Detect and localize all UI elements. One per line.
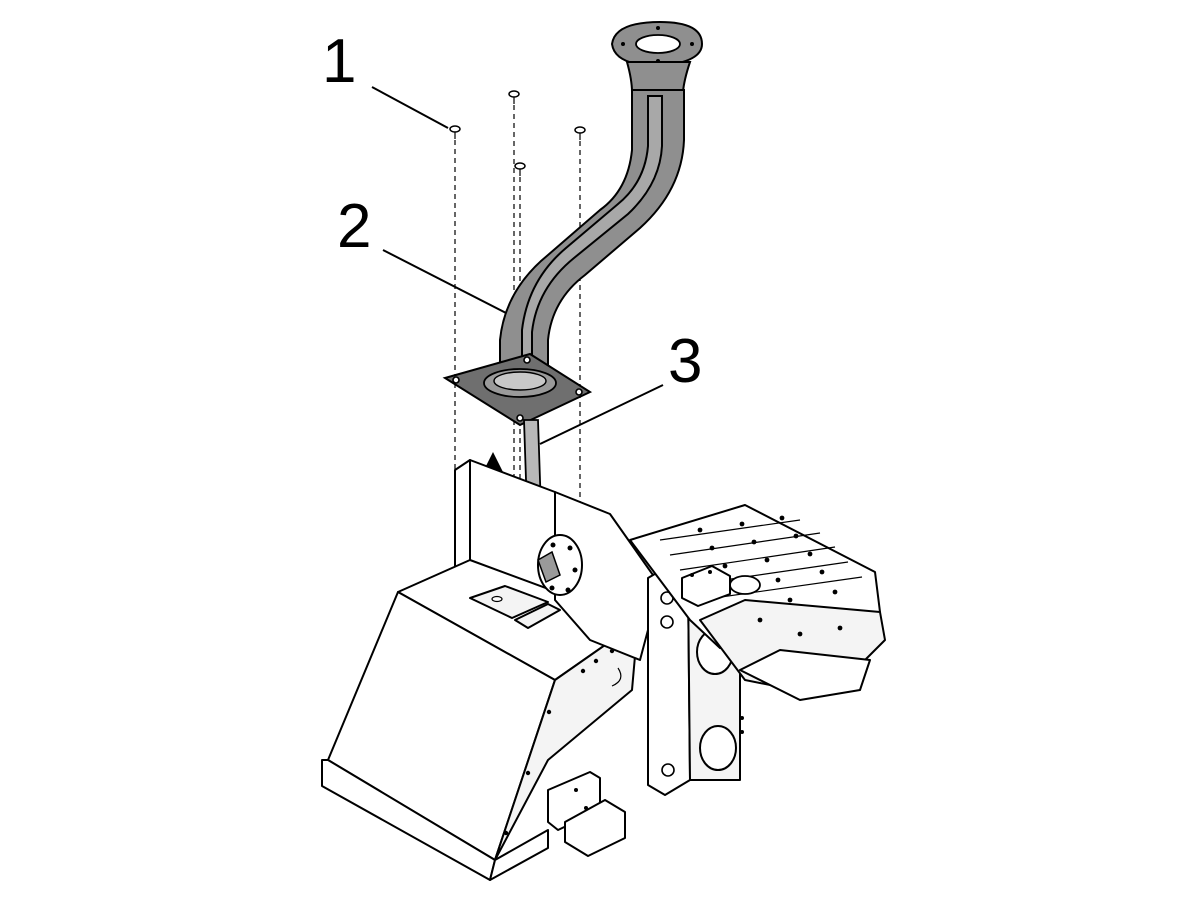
drain-fitting — [611, 667, 622, 687]
rotary-platter — [629, 504, 886, 701]
screw-group — [449, 90, 586, 176]
screw — [514, 162, 526, 176]
screw — [574, 126, 586, 140]
callout-label-1: 1 — [322, 27, 356, 96]
leader-line-1 — [371, 86, 449, 129]
tilt-axis-housing — [537, 491, 661, 661]
pipe-mounting-plate — [442, 352, 593, 427]
callout-label-2: 2 — [337, 192, 371, 261]
rotary-trunnion-body — [321, 459, 639, 881]
screw — [508, 90, 520, 104]
screw — [449, 125, 461, 139]
leader-line-3 — [539, 384, 664, 445]
leader-line-2 — [382, 249, 511, 316]
callout-label-3: 3 — [668, 327, 702, 396]
